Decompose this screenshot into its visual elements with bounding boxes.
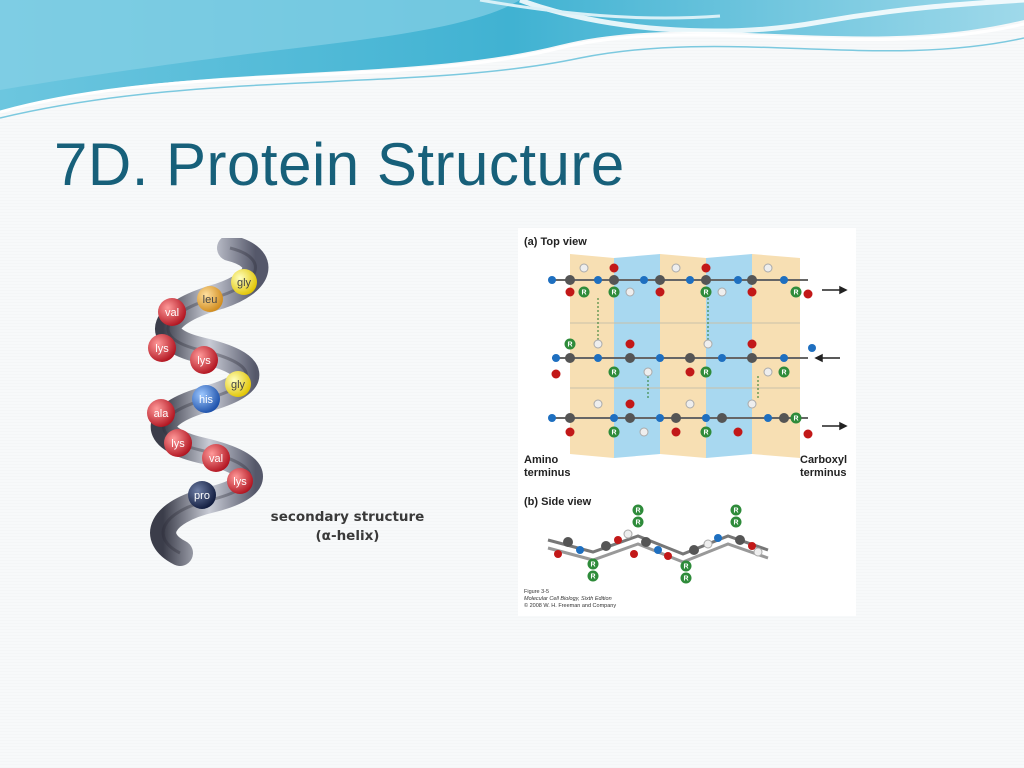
slide-title: 7D. Protein Structure [54, 131, 625, 198]
svg-text:his: his [199, 394, 214, 406]
alpha-helix-illustration: gly leu val lys lys gly his ala [147, 235, 269, 566]
carboxyl-terminus-label: Carboxyl terminus [800, 454, 848, 479]
svg-text:gly: gly [237, 277, 252, 289]
side-view-atoms [554, 529, 763, 560]
svg-text:R: R [683, 564, 688, 571]
svg-text:lys: lys [171, 438, 185, 450]
residue-val-1: val [158, 298, 186, 326]
svg-text:R: R [611, 430, 616, 437]
top-view-diagram: R R R R R R R R R R R [548, 254, 848, 458]
svg-text:R: R [793, 290, 798, 297]
svg-text:R: R [635, 508, 640, 515]
svg-text:R: R [781, 370, 786, 377]
svg-text:R: R [590, 562, 595, 569]
svg-text:R: R [683, 576, 688, 583]
svg-text:val: val [165, 307, 179, 319]
residue-gly-1: gly [231, 269, 257, 295]
figure-credits: Figure 3-5 Molecular Cell Biology, Sixth… [524, 589, 616, 610]
svg-text:lys: lys [197, 355, 211, 367]
copyright-text: © 2008 W. H. Freeman and Company [524, 603, 617, 609]
svg-text:gly: gly [231, 379, 246, 391]
residue-lys-3: lys [164, 429, 192, 457]
top-view-label: (a) Top view [524, 236, 587, 248]
direction-arrows [814, 285, 848, 431]
svg-text:R: R [703, 430, 708, 437]
side-view-r-groups: R R R R R R R R [587, 504, 742, 584]
svg-text:pro: pro [194, 490, 210, 502]
svg-text:R: R [733, 508, 738, 515]
strand-1-atoms [548, 263, 813, 299]
book-title: Molecular Cell Biology, Sixth Edition [524, 596, 612, 602]
svg-text:R: R [611, 290, 616, 297]
residue-his: his [192, 385, 220, 413]
svg-text:val: val [209, 453, 223, 465]
header-wave-decoration [0, 0, 1024, 119]
side-view-diagram: R R R R R R R R [547, 504, 769, 584]
helix-caption: secondary structure (α-helix) [255, 508, 440, 546]
r-groups: R R R R R R R R R R R [564, 286, 802, 438]
svg-text:R: R [733, 520, 738, 527]
residue-leu: leu [197, 286, 223, 312]
residue-lys-1: lys [148, 334, 176, 362]
svg-text:R: R [611, 370, 616, 377]
svg-text:R: R [635, 520, 640, 527]
svg-text:R: R [567, 342, 572, 349]
svg-text:R: R [581, 290, 586, 297]
svg-text:lys: lys [155, 343, 169, 355]
residue-lys-2: lys [190, 346, 218, 374]
svg-text:lys: lys [233, 476, 247, 488]
residue-pro: pro [188, 481, 216, 509]
caption-line-1: secondary structure [270, 509, 425, 525]
residue-lys-4: lys [227, 468, 253, 494]
svg-text:ala: ala [154, 408, 170, 420]
alpha-helix-figure: gly leu val lys lys gly his ala [120, 235, 450, 568]
beta-sheet-figure: (a) Top view [518, 228, 856, 616]
svg-text:R: R [590, 574, 595, 581]
svg-text:R: R [703, 370, 708, 377]
residue-val-2: val [202, 444, 230, 472]
caption-line-2: (α-helix) [315, 528, 380, 544]
amino-terminus-label: Amino terminus [524, 454, 571, 479]
svg-text:R: R [703, 290, 708, 297]
svg-text:R: R [793, 416, 798, 423]
side-view-label: (b) Side view [524, 496, 592, 508]
residue-gly-2: gly [225, 371, 251, 397]
strand-2-atoms [551, 339, 816, 379]
figure-number: Figure 3-5 [524, 589, 550, 595]
svg-text:leu: leu [203, 294, 218, 306]
strand-3-atoms [548, 399, 813, 439]
residue-ala: ala [147, 399, 175, 427]
